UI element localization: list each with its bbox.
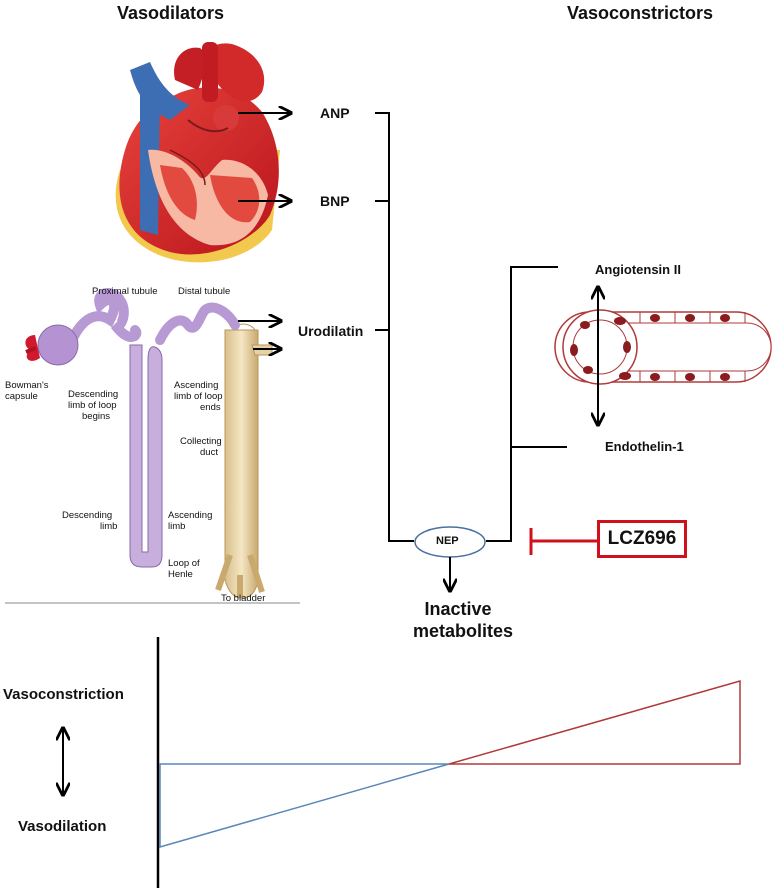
to-bladder-label: To bladder — [221, 593, 266, 604]
proximal-tubule-label: Proximal tubule — [92, 286, 158, 297]
collecting-line-2: duct — [200, 447, 218, 458]
vasodilator-bracket — [375, 112, 414, 542]
asc-limb-line-2: limb — [168, 521, 186, 532]
vasoconstrictors-heading: Vasoconstrictors — [567, 3, 714, 23]
loop-line-1: Loop of — [168, 558, 200, 569]
balance-graph — [63, 637, 741, 888]
loop-line-2: Henle — [168, 569, 193, 580]
bowmans-capsule-label: Bowman's capsule — [5, 380, 49, 402]
bowman-line-1: Bowman's — [5, 380, 49, 391]
heart-illustration — [115, 42, 281, 263]
ascending-limb-ends-label: Ascending limb of loop ends — [174, 380, 223, 413]
descending-limb-label: Descending limb — [62, 510, 117, 532]
inactive-metabolites-label: Inactive metabolites — [413, 598, 514, 642]
endothelin-label: Endothelin-1 — [605, 439, 684, 454]
desc-begin-line-3: begins — [82, 411, 110, 422]
loop-of-henle-label: Loop of Henle — [168, 558, 200, 580]
metabolites-text: metabolites — [413, 621, 514, 641]
vasoconstriction-label: Vasoconstriction — [3, 686, 124, 703]
vasodilation-label: Vasodilation — [18, 818, 107, 835]
vasoconstriction-wedge — [448, 680, 741, 765]
bowman-line-2: capsule — [5, 391, 38, 402]
nep-label: NEP — [436, 535, 459, 547]
vasoconstrictor-bracket — [486, 266, 567, 542]
lcz696-label: LCZ696 — [607, 528, 677, 549]
nephron-illustration — [25, 288, 273, 599]
asc-limb-line-1: Ascending — [168, 510, 213, 521]
desc-begin-line-2: limb of loop — [68, 400, 117, 411]
angiotensin-label: Angiotensin II — [595, 262, 681, 277]
asc-end-line-3: ends — [200, 402, 221, 413]
descending-limb-begins-label: Descending limb of loop begins — [68, 389, 118, 422]
vasodilators-heading: Vasodilators — [117, 3, 225, 23]
ascending-limb-label: Ascending limb — [168, 510, 212, 532]
collecting-line-1: Collecting — [180, 436, 222, 447]
inactive-text: Inactive — [424, 599, 492, 619]
bnp-label: BNP — [320, 193, 350, 209]
desc-limb-line-1: Descending — [62, 510, 113, 521]
blood-vessel-illustration — [554, 287, 772, 425]
urodilatin-label: Urodilatin — [298, 323, 364, 339]
vasodilation-wedge — [159, 763, 450, 848]
collecting-duct-label: Collecting duct — [180, 436, 222, 458]
inhibition-symbol — [529, 528, 597, 555]
lcz696-drug-box: LCZ696 — [597, 520, 687, 558]
anp-label: ANP — [320, 105, 350, 121]
asc-end-line-1: Ascending — [174, 380, 219, 391]
desc-begin-line-1: Descending — [68, 389, 119, 400]
asc-end-line-2: limb of loop — [174, 391, 223, 402]
desc-limb-line-2: limb — [100, 521, 118, 532]
distal-tubule-label: Distal tubule — [178, 286, 231, 297]
